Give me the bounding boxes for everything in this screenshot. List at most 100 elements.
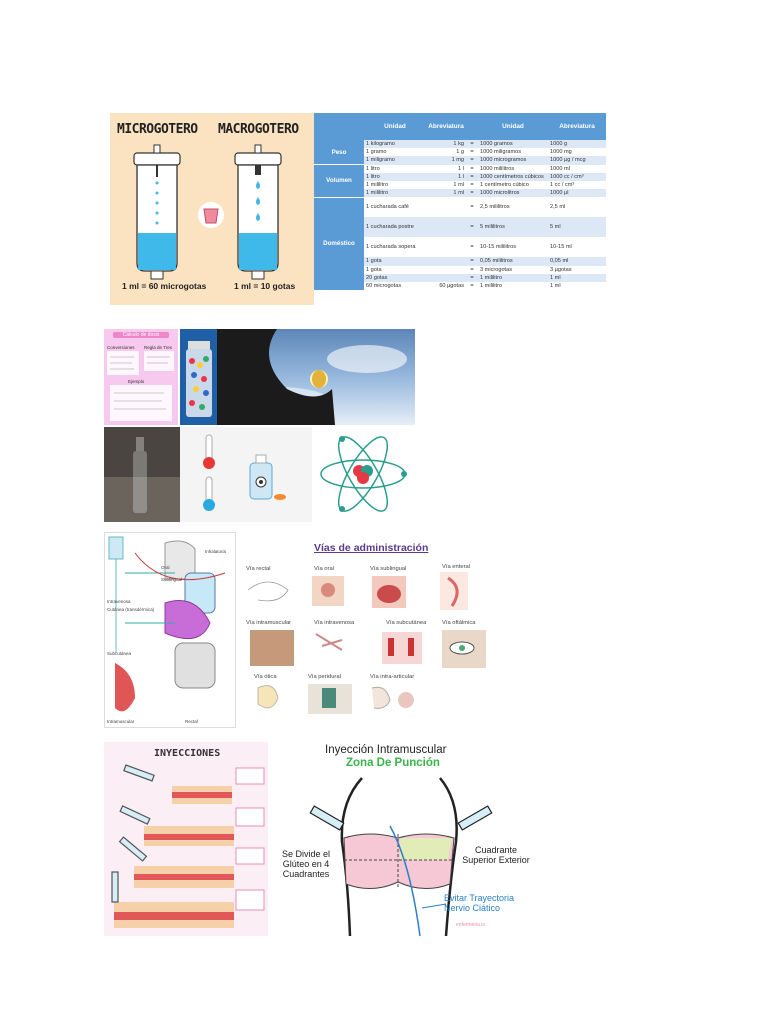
table-row: 1 gota = 3 microgotas 3 µgotas (314, 266, 606, 274)
table-cell: 1 cucharada café (366, 204, 409, 211)
table-cell: 60 µgotas (439, 282, 464, 289)
table-cell: 1 gramo (366, 149, 387, 156)
im-watermark: enfermeria.io (456, 922, 486, 928)
via-oftalmica-label: Vía oftálmica (442, 620, 476, 626)
header-unidad-1: Unidad (364, 113, 426, 140)
table-cell: 1 ml (453, 182, 464, 189)
table-cell: 3 µgotas (550, 266, 572, 273)
table-cell: 1 kg (426, 140, 466, 149)
table-cell: 1 cucharada postre (364, 217, 426, 238)
im-injection-panel: Inyección Intramuscular Zona De Punción … (270, 742, 532, 936)
im-title: Inyección Intramuscular (325, 744, 447, 756)
route-label-intravenosa: Intravenosa (107, 599, 131, 604)
table-cell: = (466, 140, 478, 149)
table-cell: 3 microgotas (480, 266, 513, 273)
table-cell: = (466, 217, 478, 238)
category-cell: Volumen (314, 164, 364, 198)
vias-panel: Vías de administración Vía rectal Vía or… (236, 538, 500, 724)
table-cell (426, 237, 466, 257)
route-label-subcutanea: Subcutánea (107, 651, 132, 656)
category-cell: Doméstico (314, 197, 364, 291)
via-oral-label: Vía oral (314, 566, 334, 572)
table-cell: 1000 cc / cm³ (548, 172, 606, 181)
table-cell: 1000 µg / mcg (548, 156, 606, 165)
table-cell: = (466, 189, 478, 198)
capsule-sky-photo (217, 329, 415, 425)
table-cell: 1000 ml (550, 165, 570, 172)
table-cell: = (470, 165, 474, 172)
vias-illustrations (247, 572, 486, 714)
table-cell: 1 g (456, 149, 464, 156)
header-unidad-2: Unidad (478, 113, 548, 140)
via-intravenosa-label: Vía intravenosa (314, 620, 355, 626)
via-otica-label: Vía ótica (254, 674, 277, 680)
vias-title: Vías de administración (314, 542, 429, 554)
via-enteral-label: Vía enteral (442, 564, 471, 570)
microgotero-caption: 1 ml = 60 microgotas (122, 281, 207, 291)
table-cell: 1 litro (364, 172, 426, 181)
table-cell: = (470, 266, 474, 273)
table-cell: 1 l (426, 172, 466, 181)
route-label-inhalatoria: Inhalatoria (205, 549, 227, 554)
table-cell: 1 litro (366, 165, 380, 172)
calc-label-conversiones: Conversiones (107, 345, 135, 350)
table-cell: 10-15 ml (550, 244, 572, 251)
table-cell: 1000 microlitros (478, 189, 548, 198)
header-abreviatura-2: Abreviatura (548, 113, 606, 140)
table-cell: 5 ml (548, 217, 606, 238)
drip-chamber-infographic: MICROGOTERO MACROGOTERO 1 ml = 60 microg… (110, 113, 314, 305)
table-cell: 20 gotas (364, 273, 426, 282)
thermometer-eyedrops-illustration (180, 427, 312, 522)
table-cell: 1 mililitro (478, 273, 548, 282)
table-cell: 1 cc / cm³ (550, 182, 575, 189)
via-sublingual-label: Vía sublingual (370, 566, 407, 572)
im-subtitle: Zona De Punción (346, 757, 440, 769)
table-cell: 1000 g (548, 140, 606, 149)
table-cell: = (466, 172, 478, 181)
table-cell: 0,05 mililitros (478, 257, 548, 266)
gluteus-illustration (309, 777, 493, 936)
table-cell: 1 mililitro (480, 282, 503, 289)
table-cell: 1000 mililitros (480, 165, 515, 172)
route-label-oral: Oral (161, 565, 170, 570)
table-cell: = (470, 244, 474, 251)
table-cell: 2,5 ml (550, 204, 566, 211)
table-cell: 1 mililitro (366, 182, 389, 189)
table-cell: 1000 µl (548, 189, 606, 198)
via-intraarticular-label: Vía intra-articular (370, 674, 415, 680)
table-cell: 1000 microgramos (478, 156, 548, 165)
table-cell: 1000 miligramos (480, 149, 522, 156)
table-cell (426, 266, 466, 274)
dose-calc-title: Cálculo de dosis (113, 332, 169, 338)
ampoule-photo (104, 427, 180, 522)
table-cell: = (466, 273, 478, 282)
table-cell: 1 gota (364, 257, 426, 266)
table-cell: 1 ml (548, 273, 606, 282)
table-cell: 1 gota (366, 266, 382, 273)
via-peridural-label: Vía peridural (308, 674, 341, 680)
table-cell: 1 centímetro cúbico (480, 182, 529, 189)
route-label-sublingual: Sublingual (161, 577, 183, 582)
atom-illustration (312, 427, 415, 522)
injections-title: INYECCIONES (154, 748, 221, 759)
table-cell: = (470, 282, 474, 289)
table-cell: = (466, 156, 478, 165)
table-cell: = (466, 257, 478, 266)
table-cell: 0,05 ml (548, 257, 606, 266)
table-cell: 1000 centímetros cúbicos (478, 172, 548, 181)
table-cell: 60 microgotas (366, 282, 402, 289)
drip-chambers-illustration (133, 144, 282, 280)
units-conversion-table: Unidad Abreviatura Unidad Abreviatura Pe… (314, 113, 606, 305)
route-label-rectal: Rectal (185, 719, 198, 724)
table-cell: 1000 mg (550, 149, 572, 156)
table-cell: 1000 gramos (478, 140, 548, 149)
via-intramuscular-label: Vía intramuscular (246, 620, 292, 626)
category-cell: Peso (314, 140, 364, 166)
